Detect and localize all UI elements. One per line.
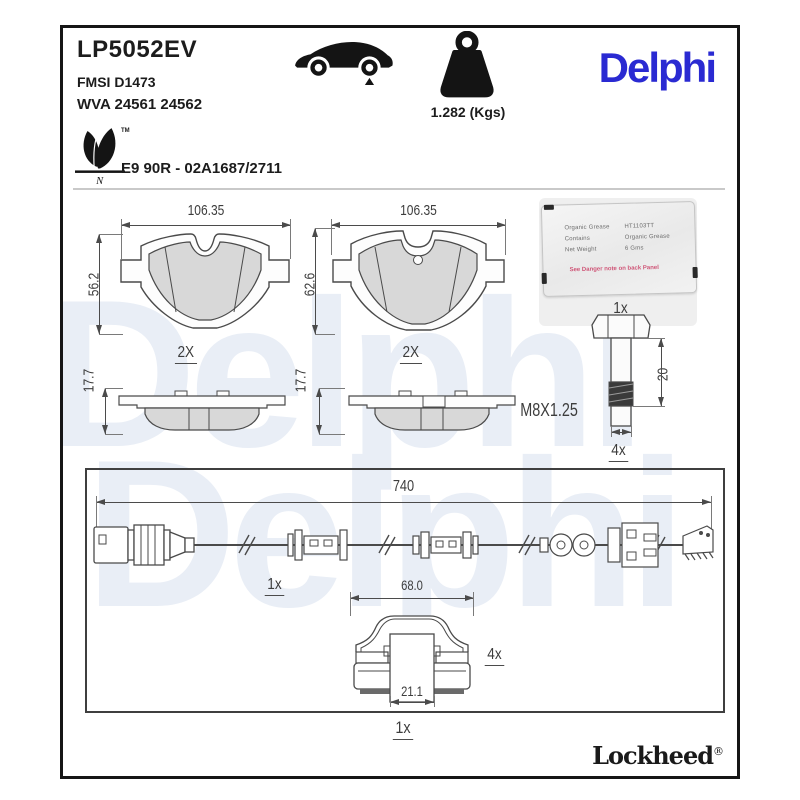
sachet-text: Organic Grease <box>624 233 670 241</box>
eco-leaf-icon: N <box>75 126 125 186</box>
sachet-text: Contains <box>564 235 591 243</box>
delphi-watermark-lower: Delphi <box>85 416 687 651</box>
part-number: LP5052EV <box>77 36 198 63</box>
grease-sachet: Organic Grease Contains Net Weight HT110… <box>540 201 698 297</box>
ext-line <box>99 234 123 235</box>
ext-line <box>633 406 665 407</box>
car-rear-axle-icon <box>293 33 395 87</box>
sachet-text: Organic Grease <box>564 224 610 232</box>
ext-line <box>105 434 123 435</box>
pad-right-quantity: 2X <box>399 344 422 364</box>
dim-clip-width: 68.0 <box>401 577 423 593</box>
guide-bolt <box>591 312 651 432</box>
lockheed-brand-text: Lockheed <box>592 741 714 770</box>
sachet-text: HT1103TT <box>624 223 655 230</box>
dim-line <box>121 221 291 228</box>
clip-quantity: 4x <box>484 646 505 666</box>
bolt-quantity: 4x <box>608 442 629 462</box>
brake-pad-side-right <box>347 384 517 436</box>
ext-line <box>121 219 122 259</box>
sachet-text: 6 Gms <box>624 245 644 252</box>
fitting-clip <box>348 606 476 706</box>
dim-line <box>311 228 318 334</box>
ext-line <box>390 696 391 707</box>
ext-line <box>319 388 345 389</box>
sensor-quantity: 1x <box>264 576 285 596</box>
wva-reference: WVA 24561 24562 <box>77 96 203 113</box>
ext-line <box>331 219 332 255</box>
wear-sensor-cable <box>93 520 715 570</box>
ext-line <box>319 434 345 435</box>
ext-line <box>99 334 123 335</box>
approval-number: E9 90R - 02A1687/2711 <box>121 160 282 177</box>
ext-line <box>290 219 291 259</box>
dim-line <box>96 498 711 505</box>
lockheed-logo: Lockheed® <box>592 741 724 770</box>
sachet-text: Net Weight <box>564 246 597 254</box>
dim-pad-side-right-thickness: 17.7 <box>292 368 310 393</box>
brake-pad-front-right <box>331 226 506 338</box>
accessory-kit-box <box>85 468 725 713</box>
dim-pad-left-width: 106.35 <box>187 202 225 219</box>
dim-line <box>350 594 474 601</box>
ext-line <box>711 496 712 530</box>
dim-line <box>657 338 664 406</box>
header-divider <box>73 188 725 190</box>
sachet-edge-mark <box>541 272 547 285</box>
dim-line <box>611 428 631 435</box>
weight-icon <box>435 31 499 101</box>
sachet-warning-text: See Danger note on back Panel <box>569 264 659 274</box>
sachet-edge-mark <box>543 204 554 210</box>
fmsi-reference: FMSI D1473 <box>77 74 156 90</box>
brake-pad-front-left <box>119 230 291 334</box>
dim-pad-side-left-thickness: 17.7 <box>80 368 98 393</box>
ext-line <box>633 338 665 339</box>
datasheet-page: Delphi Delphi LP5052EV FMSI D1473 WVA 24… <box>60 25 740 779</box>
eco-trademark: TM <box>121 128 130 134</box>
dim-line <box>390 698 434 705</box>
dim-bolt-length: 20 <box>654 367 672 382</box>
kit-quantity: 1x <box>392 718 414 740</box>
ext-line <box>631 426 632 437</box>
ext-line <box>315 228 335 229</box>
ext-line <box>105 388 123 389</box>
ext-line <box>473 592 474 616</box>
ext-line <box>96 496 97 530</box>
ext-line <box>434 696 435 707</box>
ext-line <box>611 426 612 437</box>
ext-line <box>315 334 335 335</box>
brake-pad-side-left <box>117 384 287 436</box>
dim-clip-slot: 21.1 <box>401 683 423 699</box>
ext-line <box>505 219 506 255</box>
ext-line <box>350 592 351 616</box>
dim-line <box>95 234 102 334</box>
weight-value: 1.282 (Kgs) <box>430 104 506 120</box>
eco-letter: N <box>95 176 104 186</box>
dim-line <box>101 388 108 434</box>
dim-line <box>315 388 322 434</box>
bolt-thread-label: M8X1.25 <box>520 400 578 420</box>
sachet-edge-mark <box>692 266 698 279</box>
pad-left-quantity: 2X <box>174 344 197 364</box>
delphi-logo: Delphi <box>598 44 717 91</box>
dim-line <box>331 221 506 228</box>
dim-sensor-length: 740 <box>392 478 415 495</box>
dim-pad-right-width: 106.35 <box>400 202 437 219</box>
registered-mark: ® <box>713 745 724 758</box>
